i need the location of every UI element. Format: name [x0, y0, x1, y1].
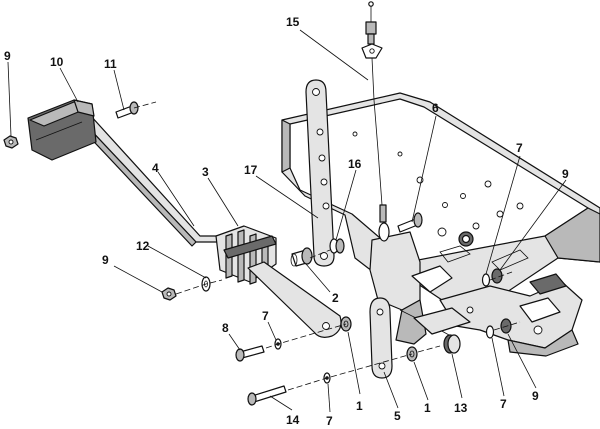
callout-9: 9 [102, 253, 109, 267]
callout-16: 16 [348, 157, 362, 171]
lift-link-17 [305, 79, 335, 267]
washer-7-d [485, 325, 495, 339]
callout-labels: 9 10 11 15 4 3 17 16 6 7 9 12 9 2 8 7 1 … [4, 15, 569, 428]
nut-9-b [161, 287, 177, 301]
pin-rod-6 [397, 212, 423, 233]
callout-9: 9 [562, 167, 569, 181]
callout-9: 9 [4, 49, 11, 63]
link-plate-5 [369, 297, 393, 379]
bolt-11 [115, 101, 139, 119]
callout-17: 17 [244, 163, 258, 177]
mower-frame [281, 92, 600, 357]
lever-arm [247, 261, 342, 338]
callout-10: 10 [50, 55, 64, 69]
callout-1: 1 [424, 401, 431, 415]
bracket-3 [215, 225, 277, 285]
callout-2: 2 [332, 291, 339, 305]
callout-3: 3 [202, 165, 209, 179]
callout-14: 14 [286, 413, 300, 427]
bolt-8 [235, 345, 265, 362]
callout-7: 7 [262, 309, 269, 323]
nut-9-a [3, 135, 19, 149]
bolt-14 [247, 385, 287, 406]
throttle-cable [361, 1, 390, 242]
spacer-16 [329, 238, 345, 254]
callout-7: 7 [516, 141, 523, 155]
callout-12: 12 [136, 239, 150, 253]
washer-7-c [481, 273, 491, 287]
callout-11: 11 [104, 57, 117, 71]
callout-6: 6 [432, 101, 439, 115]
callout-4: 4 [152, 161, 159, 175]
callout-15: 15 [286, 15, 300, 29]
leader-lines [7, 29, 567, 413]
roller-13 [443, 334, 461, 354]
callout-5: 5 [394, 409, 401, 423]
callout-9: 9 [532, 389, 539, 403]
callout-7: 7 [500, 397, 507, 411]
assembly-lines [133, 101, 521, 391]
callout-1: 1 [356, 399, 363, 413]
callout-13: 13 [454, 401, 468, 415]
pedal-pad-10 [27, 99, 97, 161]
callout-7: 7 [326, 414, 333, 428]
bushing-2 [290, 247, 313, 267]
callout-8: 8 [222, 321, 229, 335]
